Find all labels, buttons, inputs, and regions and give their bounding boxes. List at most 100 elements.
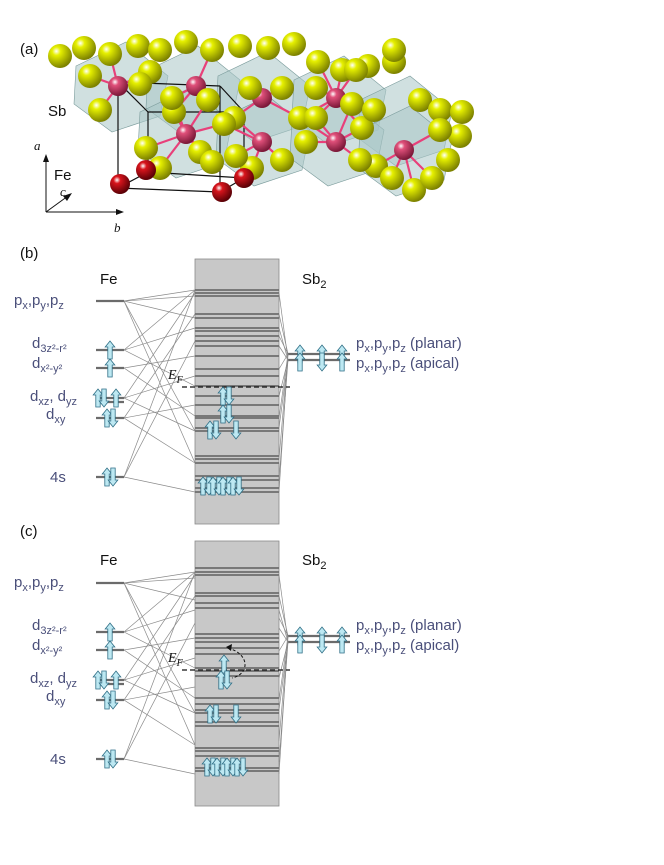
sb-link-1 xyxy=(278,595,289,637)
sb-atom-14 xyxy=(382,38,406,62)
band-ef-pair-up xyxy=(217,386,229,406)
band-bottom-pair-0-up xyxy=(201,757,213,777)
fe-link-3 xyxy=(123,327,196,351)
sb-atom-3 xyxy=(126,34,150,58)
band-bottom-pair-2-up xyxy=(217,476,229,496)
fe-link-10 xyxy=(123,417,196,464)
excitation-arrow-head xyxy=(226,644,232,651)
sb-atom-33 xyxy=(270,148,294,172)
sb-arrow-4 xyxy=(316,352,328,372)
sb-atom-5 xyxy=(174,30,198,54)
band-pair-2-up xyxy=(204,704,216,724)
sb-planar-label: px,py,pz (planar) xyxy=(356,617,462,637)
sb-link-2 xyxy=(278,609,289,643)
sb-apical-label: px,py,pz (apical) xyxy=(356,637,459,657)
fe-atom-4 xyxy=(252,132,272,152)
panel-b-fe-title: Fe xyxy=(100,271,118,288)
sb-arrow-6 xyxy=(336,352,348,372)
sb-atom-40 xyxy=(380,166,404,190)
sb-atom-37 xyxy=(350,116,374,140)
fe-d3z2-arrow xyxy=(104,340,116,360)
sb-atom-50 xyxy=(294,130,318,154)
fe-p-orbital-label: px,py,pz xyxy=(14,574,64,594)
fe-cross-link-3 xyxy=(123,292,196,399)
unit-cell-edge-1 xyxy=(117,187,221,193)
fe-link-6 xyxy=(123,367,196,417)
fe-link-8 xyxy=(123,679,196,714)
fe-d3z2-arrow xyxy=(104,622,116,642)
fe-dxz-pair-up xyxy=(92,670,104,690)
sb-link-0 xyxy=(278,574,289,643)
sb-atom-47 xyxy=(200,150,224,174)
band-ef-pair-down xyxy=(223,386,235,406)
fe-d3z2-label: d3z²-r² xyxy=(32,335,67,355)
sb-link-2 xyxy=(278,327,289,361)
sb-atom-15 xyxy=(408,88,432,112)
sb-link-5 xyxy=(278,635,289,652)
band-pair-2-down xyxy=(210,704,222,724)
sb-link-3 xyxy=(278,617,289,637)
sb-atom-30 xyxy=(238,76,262,100)
fe-link-8 xyxy=(123,397,196,432)
sb-atom-45 xyxy=(428,118,452,142)
fe-link-4 xyxy=(123,349,196,387)
fe-link-9 xyxy=(123,404,196,419)
sb-atom-29 xyxy=(160,86,184,110)
band-pair-1-up xyxy=(217,404,229,424)
fe-link-12 xyxy=(123,758,196,775)
sb-atom-8 xyxy=(256,36,280,60)
sb-atom-43 xyxy=(436,148,460,172)
fe-corner-atom-0 xyxy=(110,174,130,194)
fe-link-0 xyxy=(123,289,196,302)
excitation-arrow xyxy=(227,647,246,679)
fe-cross-link-5 xyxy=(123,340,196,478)
sb-arrow-4 xyxy=(316,634,328,654)
fe-link-9 xyxy=(123,686,196,701)
fe-link-0 xyxy=(123,571,196,584)
sb-link-7 xyxy=(278,353,289,419)
sb-arrow-6 xyxy=(336,634,348,654)
fe-link-7 xyxy=(123,375,196,399)
fe-dx2y2-arrow xyxy=(104,640,116,660)
sb-link-9 xyxy=(278,635,289,742)
panel-c-sb-title: Sb2 xyxy=(302,552,326,572)
fe-dx2y2-label: dx²-y² xyxy=(32,355,63,375)
fe-dxz-pair-up xyxy=(92,388,104,408)
fe-4s-label: 4s xyxy=(50,751,66,768)
sb-atom-51 xyxy=(304,76,328,100)
sb-atom-19 xyxy=(78,64,102,88)
fe-cross-link-0 xyxy=(123,582,196,746)
fe-link-2 xyxy=(123,582,196,601)
fe-atom-label: Fe xyxy=(54,167,72,184)
sb-atom-22 xyxy=(128,72,152,96)
fe-link-6 xyxy=(123,649,196,699)
fe-dyz-arrow xyxy=(110,670,122,690)
band-bottom-pair-3-down xyxy=(237,757,249,777)
fe-dxz-dyz-label: dxz, dyz xyxy=(30,670,77,690)
sb-link-5 xyxy=(278,353,289,370)
axis-a-label: a xyxy=(34,138,41,153)
sb-link-7 xyxy=(278,635,289,701)
panel-a: (a) Sb Fe a b c xyxy=(20,30,474,235)
fe-link-5 xyxy=(123,637,196,651)
band-bottom-pair-3-down xyxy=(233,476,245,496)
fe-link-1 xyxy=(123,295,196,302)
sb-link-11 xyxy=(278,635,289,775)
fe-cross-link-4 xyxy=(123,595,196,701)
panel-c-fe-title: Fe xyxy=(100,552,118,569)
fe-dxy-pair-up xyxy=(101,690,113,710)
fe-link-10 xyxy=(123,699,196,746)
sb-atom-48 xyxy=(224,144,248,168)
sb-atom-label: Sb xyxy=(48,103,66,120)
band-bottom-pair-0-up xyxy=(197,476,209,496)
fe-4s-pair-up xyxy=(101,467,113,487)
band-bottom-pair-1-up xyxy=(207,476,219,496)
fe-cross-link-4 xyxy=(123,313,196,419)
fe-4s-pair-down xyxy=(107,467,119,487)
axis-b-label: b xyxy=(114,220,121,235)
band-bottom-pair-3-up xyxy=(227,476,239,496)
fe-corner-atom-2 xyxy=(212,182,232,202)
fe-dxz-pair-down xyxy=(98,670,110,690)
